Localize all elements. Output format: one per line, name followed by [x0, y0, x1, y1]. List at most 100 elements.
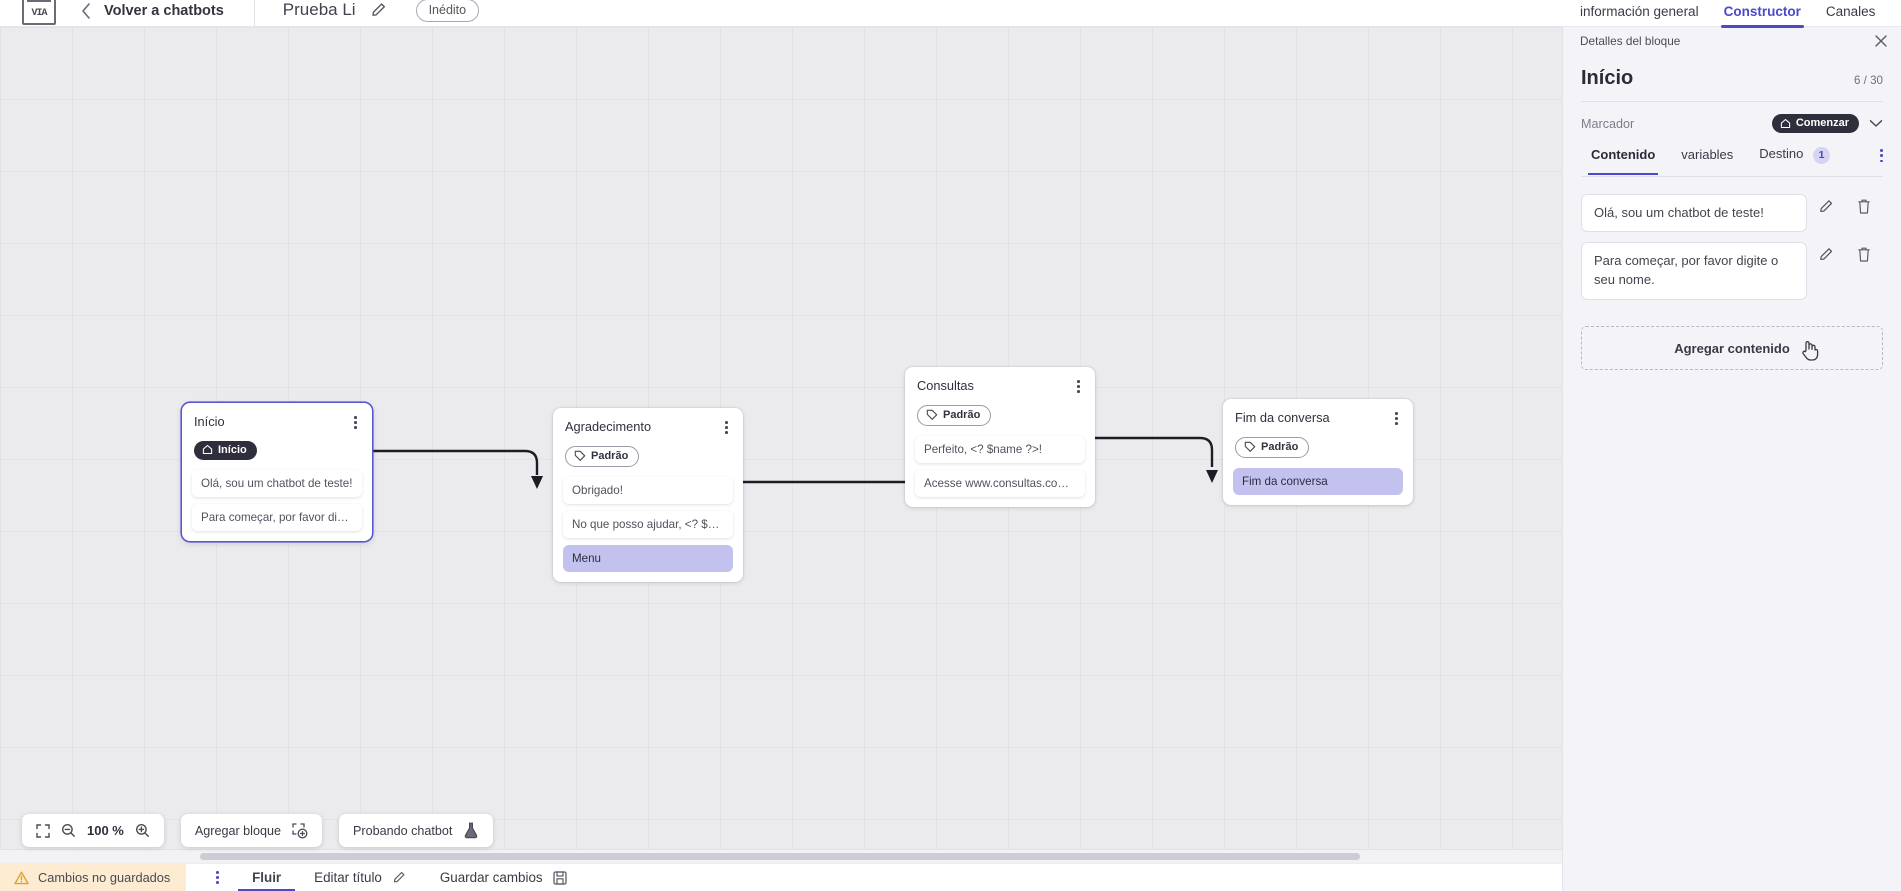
node-message[interactable]: Fim da conversa: [1233, 467, 1403, 495]
fit-screen-icon[interactable]: [36, 823, 50, 838]
tab-informacion-general[interactable]: información general: [1580, 3, 1699, 19]
marker-label: Marcador: [1581, 116, 1635, 131]
node-chip-default: Padrão: [1235, 436, 1310, 458]
tab-constructor[interactable]: Constructor: [1720, 3, 1805, 28]
edit-pencil-icon[interactable]: [1807, 198, 1845, 215]
node-message[interactable]: Para começar, por favor digite o ...: [192, 504, 362, 532]
node-title: Início: [194, 414, 225, 429]
trash-icon[interactable]: [1845, 246, 1883, 263]
panel-tabs-menu-button[interactable]: [1880, 149, 1883, 163]
node-header: Consultas Padrão: [905, 367, 1095, 436]
content-item-text[interactable]: Para começar, por favor digite o seu nom…: [1581, 242, 1807, 301]
tag-icon: [1244, 441, 1256, 452]
canvas-toolbar: 100 % Agregar bloque Probando chatbot: [22, 814, 494, 847]
home-icon: [1780, 118, 1790, 128]
bottom-menu-button[interactable]: [216, 870, 220, 885]
node-header: Agradecimento Padrão: [553, 408, 743, 477]
add-content-button[interactable]: Agregar contenido: [1581, 326, 1883, 371]
save-changes-label: Guardar cambios: [439, 870, 543, 885]
node-menu-button[interactable]: [1074, 378, 1083, 395]
node-header: Fim da conversa Padrão: [1223, 399, 1413, 468]
unsaved-changes-banner: Cambios no guardados: [0, 863, 187, 891]
panel-block-count: 6 / 30: [1853, 74, 1883, 87]
node-message-menu[interactable]: Menu: [563, 544, 733, 572]
marker-chip-comenzar[interactable]: Comenzar: [1771, 114, 1859, 133]
panel-tab-contenido[interactable]: Contenido: [1587, 147, 1659, 176]
zoom-level-label: 100 %: [87, 823, 124, 838]
back-to-chatbots-link[interactable]: Volver a chatbots: [104, 3, 224, 19]
edit-title-label: Editar título: [314, 870, 382, 885]
add-block-icon: [292, 822, 308, 839]
marker-row: Marcador Comenzar: [1581, 102, 1883, 146]
node-message[interactable]: Acesse www.consultas.com par...: [915, 469, 1085, 497]
app-logo[interactable]: VIA: [22, 0, 56, 25]
flow-canvas[interactable]: Início Início Olá, sou um chatbot de tes…: [0, 27, 1562, 863]
node-message[interactable]: Olá, sou um chatbot de teste!: [192, 470, 362, 498]
trash-icon[interactable]: [1845, 198, 1883, 215]
node-chip-label: Padrão: [591, 449, 629, 462]
save-changes-button[interactable]: Guardar cambios: [440, 864, 567, 891]
home-icon: [202, 445, 213, 455]
close-icon[interactable]: [1874, 34, 1888, 48]
node-chip-label: Início: [218, 443, 247, 456]
node-message[interactable]: Perfeito, <? $name ?>!: [915, 435, 1085, 463]
tag-icon: [574, 450, 586, 461]
add-block-label: Agregar bloque: [194, 823, 281, 838]
node-message[interactable]: Obrigado!: [563, 476, 733, 504]
canvas-horizontal-scrollbar[interactable]: [0, 849, 1562, 863]
chevron-down-icon[interactable]: [1869, 119, 1883, 128]
node-message[interactable]: No que posso ajudar, <? $name ...: [563, 510, 733, 538]
content-item-row: Olá, sou um chatbot de teste!: [1581, 193, 1883, 233]
chevron-left-icon[interactable]: [80, 2, 92, 20]
node-chip-label: Padrão: [1261, 440, 1299, 453]
tab-canales[interactable]: Canales: [1825, 3, 1876, 19]
node-messages: Olá, sou um chatbot de teste! Para começ…: [182, 470, 372, 541]
node-messages: Obrigado! No que posso ajudar, <? $name …: [553, 476, 743, 582]
flow-node-agradecimento[interactable]: Agradecimento Padrão Obrigado! No que po…: [553, 408, 743, 582]
panel-tab-variables-label: variables: [1681, 147, 1734, 163]
flow-node-inicio[interactable]: Início Início Olá, sou um chatbot de tes…: [182, 403, 372, 542]
toolbar-divider: [253, 0, 255, 27]
test-chatbot-label: Probando chatbot: [353, 823, 453, 838]
flow-node-consultas[interactable]: Consultas Padrão Perfeito, <? $name ?>! …: [905, 367, 1095, 507]
panel-header-title: Detalles del bloque: [1580, 34, 1681, 48]
content-item-row: Para começar, por favor digite o seu nom…: [1581, 242, 1883, 301]
status-badge: Inédito: [415, 0, 480, 22]
test-chatbot-button[interactable]: Probando chatbot: [339, 814, 494, 847]
zoom-in-icon[interactable]: [135, 823, 150, 838]
content-items-list: Olá, sou um chatbot de teste! Para começ…: [1563, 177, 1901, 301]
workspace-tabs: información general Constructor Canales: [1562, 0, 1901, 28]
panel-tab-destino[interactable]: Destino 1: [1759, 146, 1830, 166]
add-block-button[interactable]: Agregar bloque: [180, 814, 322, 847]
flow-node-fim-da-conversa[interactable]: Fim da conversa Padrão Fim da conversa: [1223, 399, 1413, 505]
node-menu-button[interactable]: [722, 419, 731, 436]
panel-tab-contenido-label: Contenido: [1591, 147, 1656, 163]
panel-tab-variables[interactable]: variables: [1681, 147, 1733, 164]
edit-title-button[interactable]: Editar título: [314, 864, 407, 891]
logo-text: VIA: [31, 8, 47, 19]
edit-pencil-icon: [392, 870, 407, 885]
panel-tab-destino-badge: 1: [1813, 146, 1830, 164]
scrollbar-thumb[interactable]: [200, 853, 1360, 860]
tag-icon: [926, 409, 938, 420]
zoom-controls[interactable]: 100 %: [22, 814, 164, 847]
node-menu-button[interactable]: [351, 414, 360, 431]
node-messages: Fim da conversa: [1223, 467, 1413, 505]
node-title: Fim da conversa: [1235, 410, 1330, 425]
bottom-tab-fluir-label: Fluir: [252, 870, 282, 885]
panel-tab-destino-label: Destino: [1759, 146, 1804, 161]
panel-header: Detalles del bloque: [1563, 27, 1901, 55]
node-menu-button[interactable]: [1392, 410, 1401, 427]
panel-title-row: Início 6 / 30: [1581, 55, 1883, 102]
top-bar: VIA Volver a chatbots Prueba Li Inédito: [0, 0, 1562, 27]
bottom-tab-fluir[interactable]: Fluir: [238, 864, 296, 891]
block-details-panel: Detalles del bloque Início 6 / 30 Marcad…: [1562, 27, 1901, 891]
warning-icon: [14, 871, 29, 885]
edit-pencil-icon[interactable]: [370, 1, 388, 19]
content-item-text[interactable]: Olá, sou um chatbot de teste!: [1581, 193, 1807, 233]
panel-tabs: Contenido variables Destino 1: [1581, 146, 1883, 177]
zoom-out-icon[interactable]: [61, 823, 76, 838]
save-disk-icon: [552, 870, 567, 885]
edit-pencil-icon[interactable]: [1807, 246, 1845, 263]
